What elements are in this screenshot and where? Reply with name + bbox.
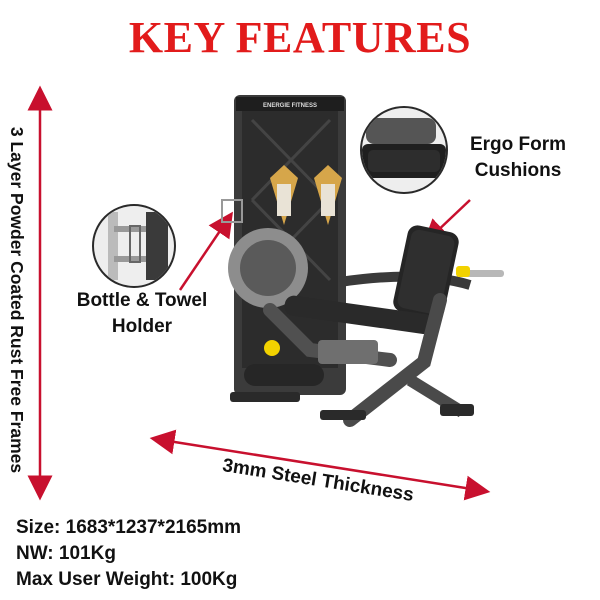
- bottle-line-2: Holder: [111, 316, 173, 337]
- back-cushion: [393, 225, 459, 319]
- bottle-line-1: Bottle & Towel: [76, 290, 208, 311]
- machine-brand: ENERGIE FITNESS: [263, 103, 317, 109]
- ergo-cushion-closeup: [360, 106, 448, 194]
- page-title: KEY FEATURES: [128, 13, 472, 62]
- weight-gauge-left: [270, 165, 298, 225]
- spec-max-user-weight: Max User Weight: 100Kg: [16, 569, 238, 590]
- spec-size: Size: 1683*1237*2165mm: [16, 517, 242, 538]
- spec-net-weight: NW: 101Kg: [16, 543, 116, 564]
- steel-thickness-arrow: [149, 429, 491, 501]
- ergo-line-2: Cushions: [474, 160, 562, 181]
- bottle-towel-holder-label: Bottle & Towel Holder: [62, 288, 222, 340]
- ergo-line-1: Ergo Form: [469, 134, 567, 155]
- bottle-holder-closeup: [92, 204, 176, 288]
- weight-gauge-right: [314, 165, 342, 225]
- specs-block: Size: 1683*1237*2165mm NW: 101Kg Max Use…: [16, 515, 241, 593]
- bottle-holder-arrow: [178, 211, 234, 291]
- ergo-cushions-label: Ergo Form Cushions: [448, 132, 588, 184]
